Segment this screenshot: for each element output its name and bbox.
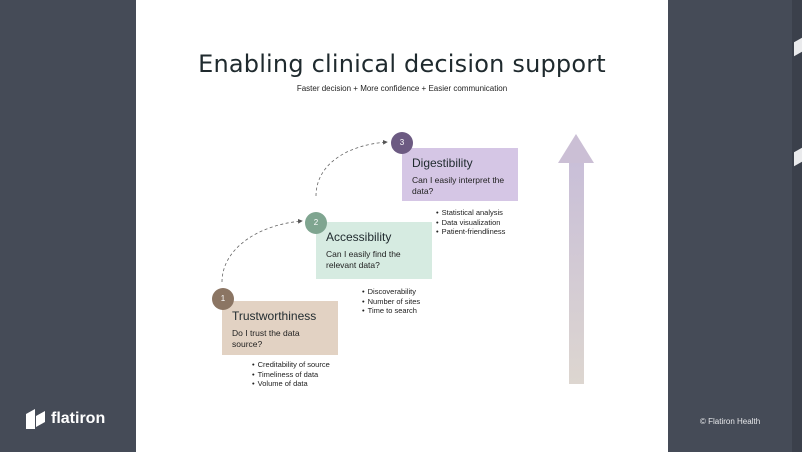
step-2-badge: 2 <box>305 212 327 234</box>
step-2-box: Accessibility Can I easily find the rele… <box>316 222 432 279</box>
step-2-question: Can I easily find the relevant data? <box>326 249 401 270</box>
step-1-badge: 1 <box>212 288 234 310</box>
diagram-connectors <box>221 134 594 384</box>
step-1-box: Trustworthiness Do I trust the data sour… <box>222 301 338 355</box>
background-accent <box>794 147 802 167</box>
list-item: Timeliness of data <box>252 370 330 380</box>
background-accent <box>794 37 802 57</box>
list-item: Time to search <box>362 306 420 316</box>
step-1-question: Do I trust the data source? <box>232 328 300 349</box>
connector-2-3 <box>315 139 388 197</box>
list-item: Data visualization <box>436 218 505 228</box>
connector-1-2 <box>221 218 303 283</box>
step-3-name: Digestibility <box>412 156 473 170</box>
brand-name: flatiron <box>51 410 106 427</box>
step-1-bullets: Creditability of source Timeliness of da… <box>252 360 330 389</box>
slide-subtitle: Faster decision + More confidence + Easi… <box>296 84 508 93</box>
slide-title: Enabling clinical decision support <box>198 50 606 78</box>
step-3-question: Can I easily interpret the data? <box>412 175 505 196</box>
list-item: Discoverability <box>362 287 420 297</box>
list-item: Volume of data <box>252 379 330 389</box>
step-2-name: Accessibility <box>326 230 392 244</box>
flatiron-logo-icon <box>26 409 45 429</box>
list-item: Patient-friendliness <box>436 227 506 237</box>
list-item: Creditability of source <box>252 360 330 370</box>
step-1-name: Trustworthiness <box>232 309 317 323</box>
copyright-text: © Flatiron Health <box>700 417 761 426</box>
brand: flatiron <box>26 408 105 430</box>
step-2-bullets: Discoverability Number of sites Time to … <box>362 287 421 316</box>
slide: Enabling clinical decision support Faste… <box>136 0 668 452</box>
up-arrow-icon <box>558 134 594 384</box>
background-stripe <box>792 0 802 452</box>
step-3-bullets: Statistical analysis Data visualization … <box>436 208 506 237</box>
list-item: Statistical analysis <box>436 208 505 218</box>
list-item: Number of sites <box>362 297 421 307</box>
step-3-box: Digestibility Can I easily interpret the… <box>402 148 518 201</box>
step-3-badge: 3 <box>391 132 413 154</box>
